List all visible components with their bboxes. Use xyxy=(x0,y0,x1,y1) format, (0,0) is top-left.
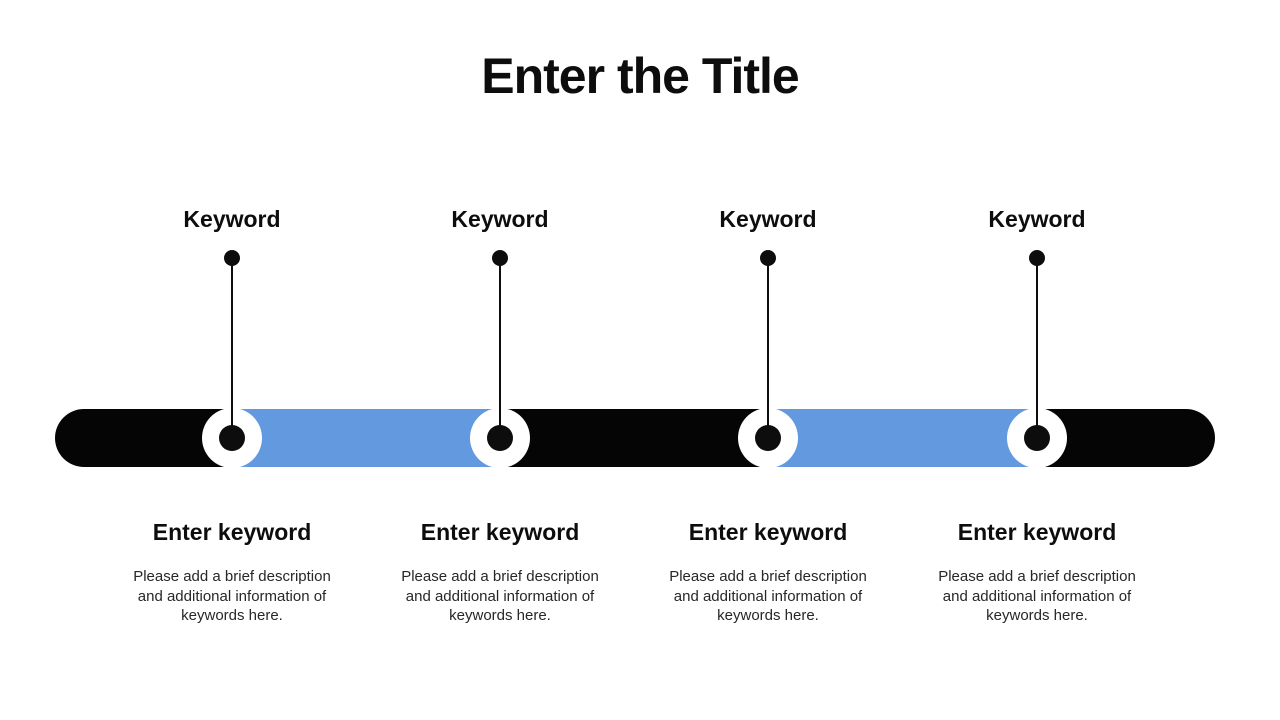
keyword-description: Please add a brief description and addit… xyxy=(133,568,331,624)
connector-line xyxy=(499,258,501,439)
connector-line xyxy=(231,258,233,439)
keyword-description: Please add a brief description and addit… xyxy=(669,568,867,624)
timeline-segment-blue-1 xyxy=(232,409,500,467)
timeline-node-dot xyxy=(487,425,513,451)
slide-title: Enter the Title xyxy=(481,48,799,104)
timeline-column-1: Keyword Enter keyword Please add a brief… xyxy=(112,0,352,720)
timeline-node-dot xyxy=(219,425,245,451)
timeline-column-3: Keyword Enter keyword Please add a brief… xyxy=(648,0,888,720)
keyword-heading: Enter keyword xyxy=(957,519,1117,545)
timeline-node-dot xyxy=(1024,425,1050,451)
connector-line xyxy=(1036,258,1038,439)
keyword-heading: Enter keyword xyxy=(152,519,312,545)
keyword-heading: Enter keyword xyxy=(420,519,580,545)
keyword-heading: Enter keyword xyxy=(688,519,848,545)
timeline-column-4: Keyword Enter keyword Please add a brief… xyxy=(917,0,1157,720)
keyword-label: Keyword xyxy=(719,206,817,232)
timeline-node-dot xyxy=(755,425,781,451)
keyword-description: Please add a brief description and addit… xyxy=(401,568,599,624)
connector-line xyxy=(767,258,769,439)
keyword-label: Keyword xyxy=(183,206,281,232)
keyword-label: Keyword xyxy=(451,206,549,232)
timeline-segment-blue-2 xyxy=(768,409,1037,467)
keyword-label: Keyword xyxy=(988,206,1086,232)
timeline-column-2: Keyword Enter keyword Please add a brief… xyxy=(380,0,620,720)
keyword-description: Please add a brief description and addit… xyxy=(938,568,1136,624)
